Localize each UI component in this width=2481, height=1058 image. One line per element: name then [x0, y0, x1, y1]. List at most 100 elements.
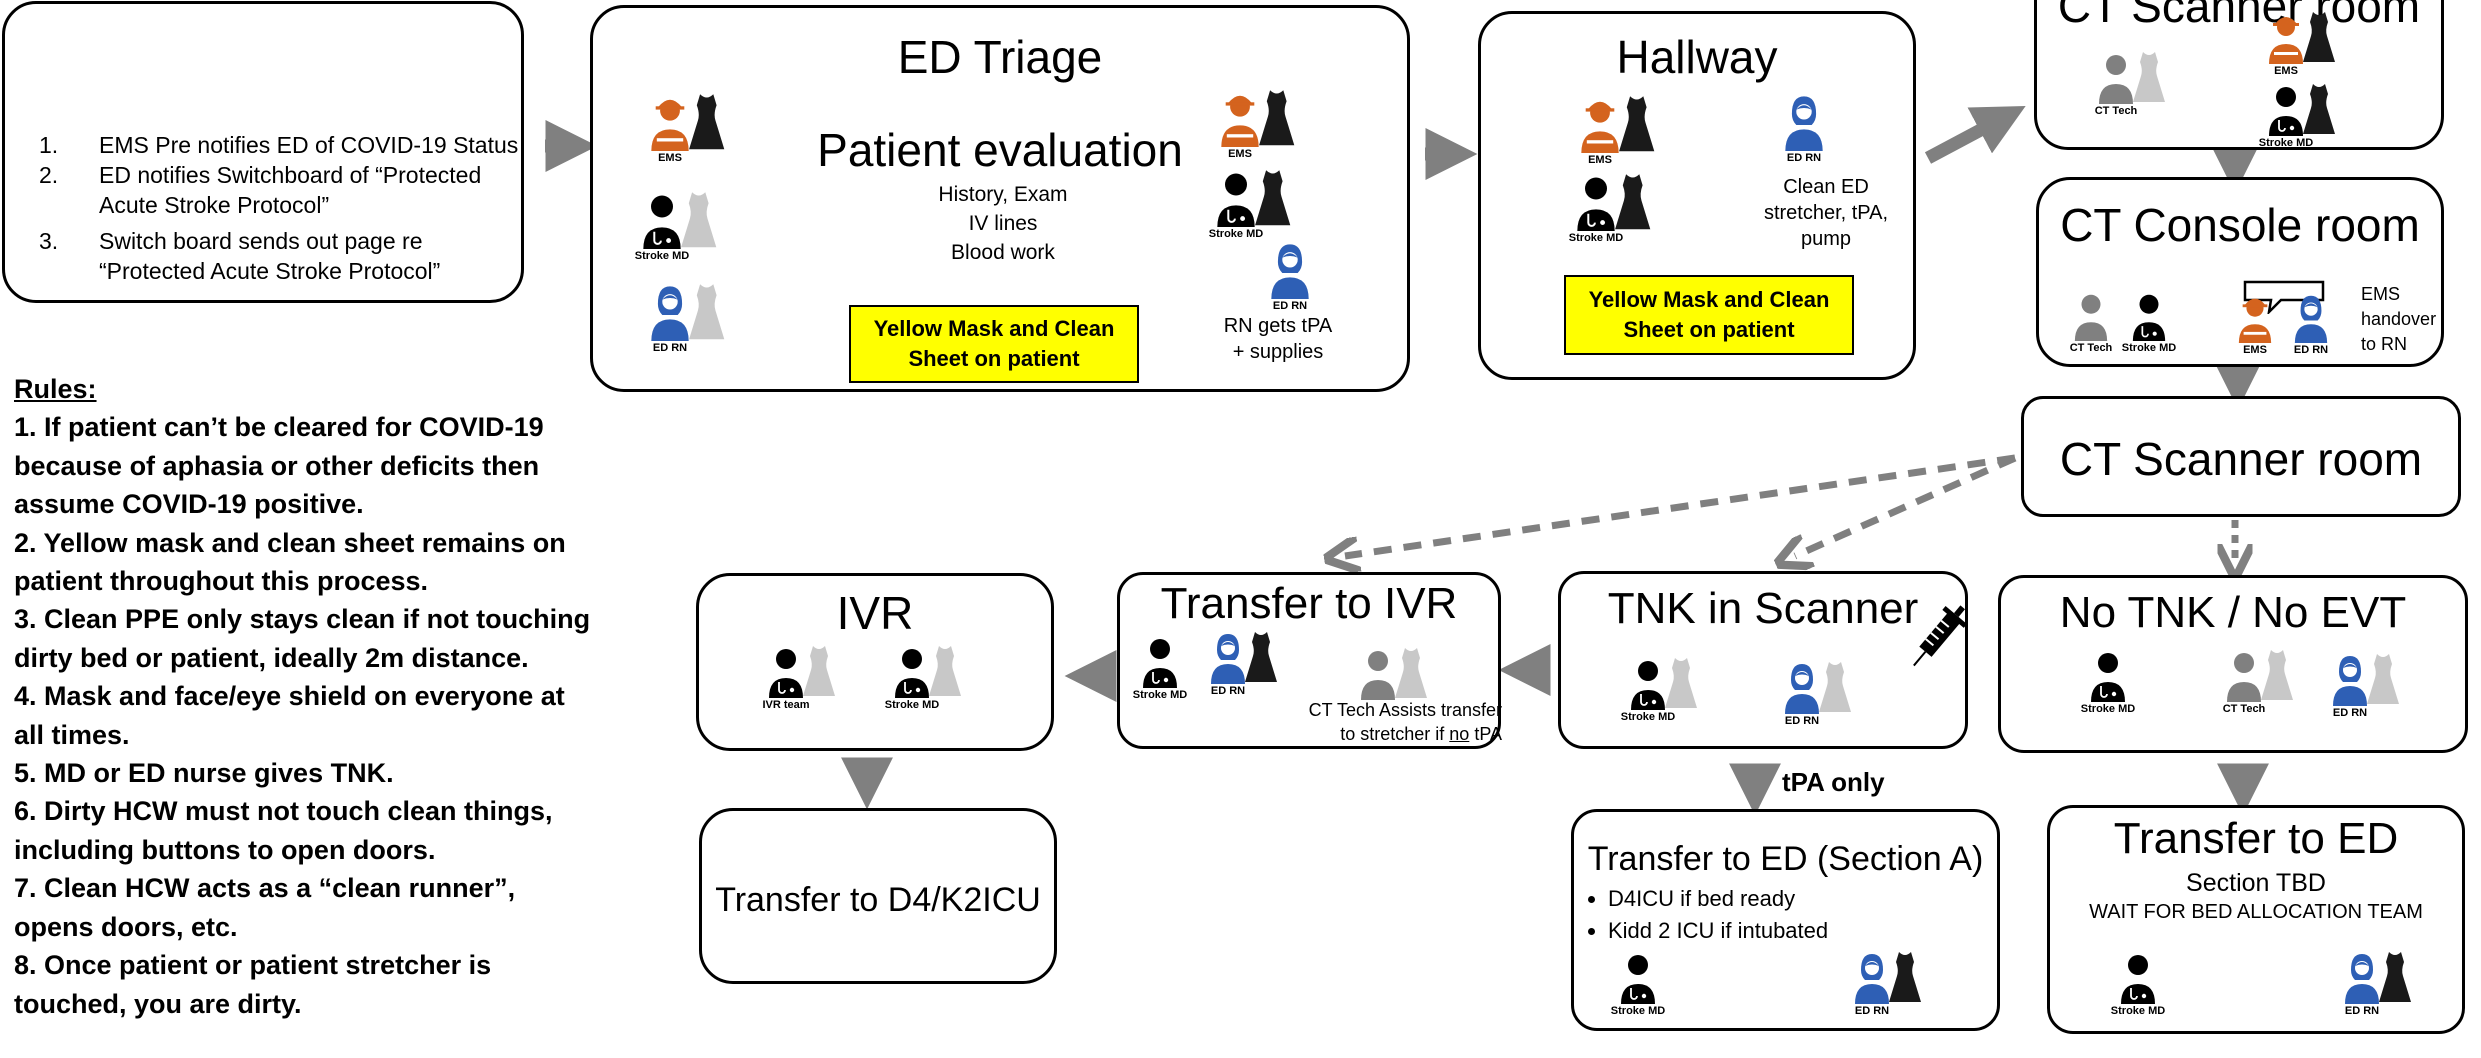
ems-person-icon [1218, 88, 1262, 148]
transfer-tbd-box: Transfer to ED Section TBD WAIT FOR BED … [2047, 805, 2465, 1034]
clean-gown-icon [2260, 648, 2294, 702]
clean-gown-icon [688, 282, 725, 341]
rules-list: Rules: 1. If patient can’t be cleared fo… [14, 370, 594, 1023]
dirty-gown-icon [1258, 88, 1295, 147]
ct-scanner-top-box: CT Scanner room [2034, 0, 2444, 150]
role-label: ED RN [652, 342, 688, 355]
clean-gown-icon [2132, 50, 2166, 104]
rule-item: 1. If patient can’t be cleared for COVID… [14, 412, 544, 520]
stroke-md-icon [1574, 172, 1618, 232]
dirty-gown-icon [1618, 94, 1655, 153]
role-label: Stroke MD [1208, 228, 1264, 241]
no-tnk-title: No TNK / No EVT [2059, 588, 2407, 637]
ed-rn-icon [2342, 950, 2382, 1004]
patient-evaluation-title: Patient evaluation [817, 124, 1183, 176]
clean-gown-icon [802, 644, 836, 698]
dirty-gown-icon [1888, 950, 1922, 1004]
role-label: ED RN [1210, 685, 1246, 697]
ed-triage-title: ED Triage [897, 31, 1103, 83]
bullet-item: Kidd 2 ICU if intubated [1608, 915, 1828, 947]
bullet-item: D4ICU if bed ready [1608, 883, 1828, 915]
ct-tech-icon [1358, 646, 1398, 700]
ems-person-icon [2266, 10, 2306, 64]
step-item: “Protected Acute Stroke Protocol” [99, 258, 441, 284]
main-flow-arrows [545, 106, 2269, 816]
syringe-icon [1913, 605, 1965, 667]
step-item: 3.Switch board sends out page re [39, 228, 423, 254]
ct-scanner-top-title: CT Scanner room [2057, 0, 2421, 32]
role-label: CT Tech [2222, 703, 2266, 715]
stroke-md-icon [1140, 634, 1180, 688]
dirty-gown-icon [2302, 82, 2336, 136]
ems-person-icon [2236, 292, 2274, 344]
step-item: Acute Stroke Protocol” [99, 192, 330, 218]
dirty-gown-icon [2378, 950, 2412, 1004]
rule-item: 6. Dirty HCW must not touch clean things… [14, 796, 553, 865]
stroke-md-icon [1628, 656, 1668, 710]
transfer-ivr-title: Transfer to IVR [1160, 579, 1458, 628]
role-label: IVR team [762, 699, 810, 711]
transfer-d4-box: Transfer to D4/K2ICU [699, 808, 1057, 984]
dirty-gown-icon [1244, 630, 1278, 684]
tnk-box: TNK in Scanner [1558, 571, 1968, 749]
rule-item: 2. Yellow mask and clean sheet remains o… [14, 527, 566, 597]
ed-rn-icon [2292, 292, 2330, 344]
ct-tech-icon [2224, 648, 2264, 702]
stroke-md-icon [1214, 168, 1258, 228]
ivr-title: IVR [836, 587, 914, 639]
role-label: CT Tech [2094, 105, 2138, 117]
ct-tech-icon [2096, 50, 2136, 104]
role-label: Stroke MD [1620, 711, 1676, 723]
dirty-gown-icon [1254, 168, 1291, 227]
rule-item: 3. Clean PPE only stays clean if not tou… [14, 604, 591, 673]
clean-gown-icon [1394, 646, 1428, 700]
ed-rn-icon [1268, 240, 1312, 300]
dirty-gown-icon [688, 92, 725, 151]
rule-item: 5. MD or ED nurse gives TNK. [14, 758, 394, 789]
stroke-md-icon [892, 644, 932, 698]
hallway-details: Clean ED stretcher, tPA, pump [1763, 176, 1889, 250]
ct-tech-assist-note: CT Tech Assists transfer to stretcher if… [1280, 698, 1502, 746]
clean-gown-icon [680, 190, 717, 249]
role-label: Stroke MD [634, 250, 690, 263]
role-label: ED RN [1784, 715, 1820, 727]
role-label: Stroke MD [1610, 1005, 1666, 1017]
role-label: EMS [1228, 148, 1252, 161]
ct-tech-icon [2072, 290, 2110, 342]
step-item: 1.EMS Pre notifies ED of COVID-19 Status [39, 132, 519, 158]
dirty-gown-icon [2302, 10, 2336, 64]
dirty-gown-icon [1614, 172, 1651, 231]
stroke-md-icon [2118, 950, 2158, 1004]
transfer-tbd-title: Transfer to ED [2113, 814, 2399, 863]
role-label: ED RN [1854, 1005, 1890, 1017]
ct-tech-assist-note-line2: to stretcher if no tPA [1340, 724, 1502, 744]
speech-bubble-icon [2243, 280, 2325, 314]
stroke-md-icon [2088, 648, 2128, 702]
section-tbd-label: Section TBD [2186, 869, 2326, 897]
role-label: ED RN [2332, 707, 2368, 719]
transfer-section-a-title: Transfer to ED (Section A) [1587, 840, 1984, 878]
ivr-team-icon [766, 644, 806, 698]
notification-steps: 1.EMS Pre notifies ED of COVID-19 Status… [39, 130, 518, 286]
dashed-arrows [1345, 454, 2235, 558]
ct-scanner-box: CT Scanner room [2021, 396, 2461, 517]
ems-person-icon [1578, 94, 1622, 154]
transfer-section-a-bullets: D4ICU if bed ready Kidd 2 ICU if intubat… [1586, 883, 1828, 947]
role-label: ED RN [2344, 1005, 2380, 1017]
yellow-mask-note: Yellow Mask and Clean Sheet on patient [849, 305, 1139, 383]
evaluation-details: History, Exam IV lines Blood work [938, 183, 1068, 264]
notification-box: 1.EMS Pre notifies ED of COVID-19 Status… [2, 1, 524, 303]
role-label: EMS [1588, 154, 1612, 167]
step-item: 2.ED notifies Switchboard of “Protected [39, 162, 482, 188]
hallway-box: Hallway Clean ED stretcher, tPA, pump Ye… [1478, 11, 1916, 380]
ed-rn-icon [648, 282, 692, 342]
role-label: Stroke MD [2080, 703, 2136, 715]
clean-gown-icon [2366, 652, 2400, 706]
ems-handover-note: EMS handover to RN [2361, 284, 2437, 354]
role-label: EMS [2243, 344, 2267, 357]
stroke-md-icon [2266, 82, 2306, 136]
ed-rn-icon [1208, 630, 1248, 684]
role-label: Stroke MD [2258, 137, 2314, 149]
rule-item: 8. Once patient or patient stretcher is … [14, 950, 492, 1019]
ems-person-icon [648, 92, 692, 152]
